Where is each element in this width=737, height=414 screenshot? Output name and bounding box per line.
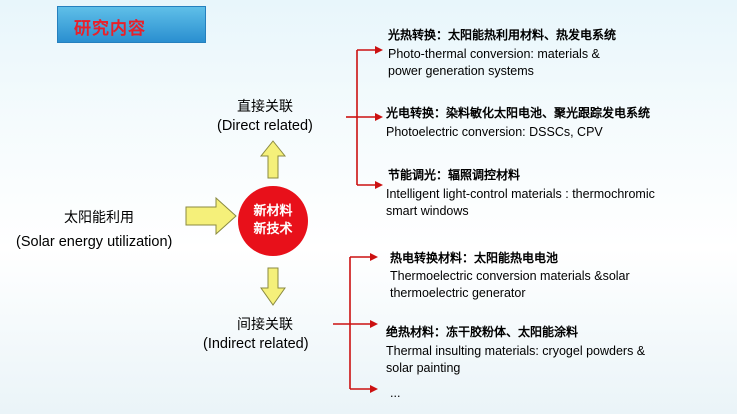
indirect-item-1-zh: 热电转换材料：太阳能热电电池: [390, 251, 559, 265]
title-banner: [57, 6, 206, 43]
direct-item-1-en1: Photo-thermal conversion: materials &: [388, 47, 600, 61]
direct-item-3: 节能调光：辐照调控材料 Intelligent light-control ma…: [386, 166, 655, 220]
direct-item-3-en1: Intelligent light-control materials : th…: [386, 187, 655, 201]
direct-item-3-en2: smart windows: [386, 204, 469, 218]
direct-item-1-en2: power generation systems: [388, 64, 534, 78]
center-line-2: 新技术: [253, 222, 293, 237]
center-circle: [238, 186, 308, 256]
indirect-item-1: 热电转换材料：太阳能热电电池 Thermoelectric conversion…: [390, 249, 630, 302]
center-circle-label: 新材料 新技术: [243, 203, 303, 239]
indirect-item-1-en2: thermoelectric generator: [390, 286, 526, 300]
indirect-item-1-en1: Thermoelectric conversion materials &sol…: [390, 269, 630, 283]
direct-item-2-zh: 光电转换：染料敏化太阳电池、聚光跟踪发电系统: [386, 106, 651, 120]
slide-title: 研究内容: [74, 19, 146, 39]
connector-indirect: [333, 253, 378, 393]
direct-item-2: 光电转换：染料敏化太阳电池、聚光跟踪发电系统 Photoelectric con…: [386, 104, 650, 141]
direct-label-en: (Direct related): [217, 118, 313, 134]
indirect-item-2-en1: Thermal insulting materials: cryogel pow…: [386, 344, 646, 358]
arrow-right: [185, 196, 237, 236]
direct-item-3-zh: 节能调光：辐照调控材料: [388, 168, 521, 182]
indirect-item-2-en2: solar painting: [386, 361, 461, 375]
direct-label-zh: 直接关联: [237, 99, 293, 115]
indirect-label-zh: 间接关联: [237, 317, 293, 333]
source-label-zh: 太阳能利用: [64, 210, 134, 226]
arrow-up: [259, 140, 287, 179]
center-line-1: 新材料: [253, 204, 293, 219]
direct-item-1: 光热转换：太阳能热利用材料、热发电系统 Photo-thermal conver…: [388, 26, 616, 80]
arrow-down: [260, 267, 286, 306]
connector-direct: [346, 46, 383, 189]
indirect-item-2: 绝热材料：冻干胶粉体、太阳能涂料 Thermal insulting mater…: [386, 323, 645, 377]
direct-item-1-zh: 光热转换：太阳能热利用材料、热发电系统: [388, 28, 617, 42]
indirect-item-3-ellipsis: ...: [390, 386, 401, 400]
indirect-item-2-zh: 绝热材料：冻干胶粉体、太阳能涂料: [386, 325, 579, 339]
direct-item-2-en1: Photoelectric conversion: DSSCs, CPV: [386, 125, 603, 139]
source-label-en: (Solar energy utilization): [16, 234, 173, 250]
indirect-label-en: (Indirect related): [203, 336, 309, 352]
